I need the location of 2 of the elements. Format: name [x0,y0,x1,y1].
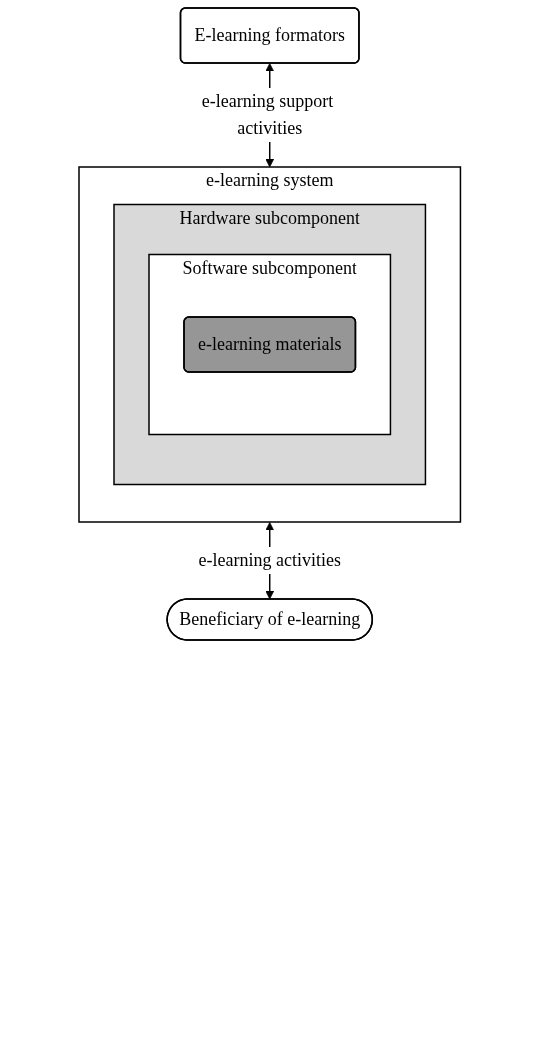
edge-label: e-learning support activities [201,91,333,138]
edge-label: e-learning activities [198,550,341,570]
